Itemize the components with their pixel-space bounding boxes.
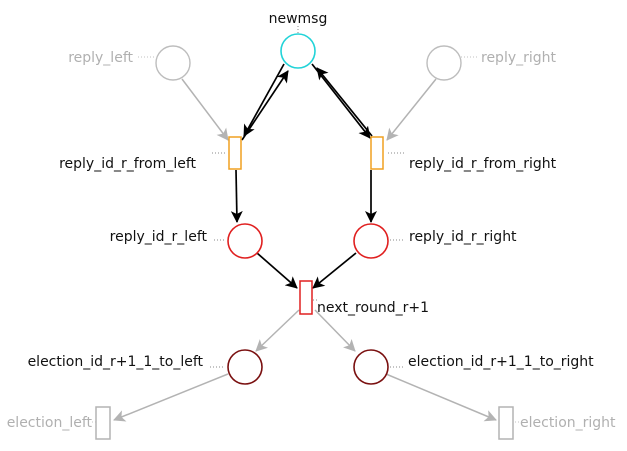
transitions: [95, 136, 514, 440]
label-reply-right: reply_right: [481, 50, 557, 66]
arc-reply-left-to-from-left: [181, 78, 229, 141]
place-newmsg[interactable]: [280, 33, 316, 69]
transition-election-left[interactable]: [95, 406, 111, 440]
label-election-id-left: election_id_r+1_1_to_left: [28, 354, 204, 370]
label-from-right: reply_id_r_from_right: [409, 156, 557, 172]
arc-from-left-to-reply-id-left: [230, 169, 243, 223]
arc-election-id-left-to-election-left: [113, 373, 229, 422]
arc-from-left-to-newmsg: [241, 70, 289, 141]
arc-reply-id-right-to-next-round: [312, 252, 357, 289]
place-election-id-right[interactable]: [353, 349, 389, 385]
places: [155, 33, 462, 385]
arc-newmsg-to-from-right: [311, 63, 371, 139]
arc-reply-right-to-from-right: [386, 78, 437, 141]
label-reply-id-left: reply_id_r_left: [110, 229, 208, 245]
place-reply-right[interactable]: [426, 45, 462, 81]
place-election-id-left[interactable]: [227, 349, 263, 385]
label-election-id-right: election_id_r+1_1_to_right: [408, 354, 594, 370]
place-reply-id-right[interactable]: [353, 223, 389, 259]
labels: newmsg reply_left reply_right reply_id_r…: [7, 11, 616, 431]
arc-next-round-to-election-left: [255, 309, 300, 352]
arc-newmsg-to-from-left: [243, 63, 285, 137]
label-next-round: next_round_r+1: [317, 300, 429, 316]
transition-next-round[interactable]: [299, 280, 313, 315]
label-reply-id-right: reply_id_r_right: [409, 229, 517, 245]
place-reply-left[interactable]: [155, 45, 191, 81]
label-election-right: election_right: [520, 415, 616, 431]
arc-next-round-to-election-right: [314, 309, 356, 352]
place-reply-id-left[interactable]: [227, 223, 263, 259]
edges: [113, 63, 497, 422]
transition-from-left[interactable]: [228, 136, 242, 170]
arc-reply-id-left-to-next-round: [256, 252, 298, 289]
label-newmsg: newmsg: [269, 11, 328, 27]
label-reply-left: reply_left: [68, 50, 133, 66]
transition-from-right[interactable]: [370, 136, 384, 170]
label-election-left: election_left: [7, 415, 93, 431]
transition-election-right[interactable]: [498, 406, 514, 440]
arc-election-id-right-to-election-right: [385, 373, 497, 422]
label-from-left: reply_id_r_from_left: [59, 156, 196, 172]
arc-from-right-to-newmsg: [316, 67, 373, 137]
